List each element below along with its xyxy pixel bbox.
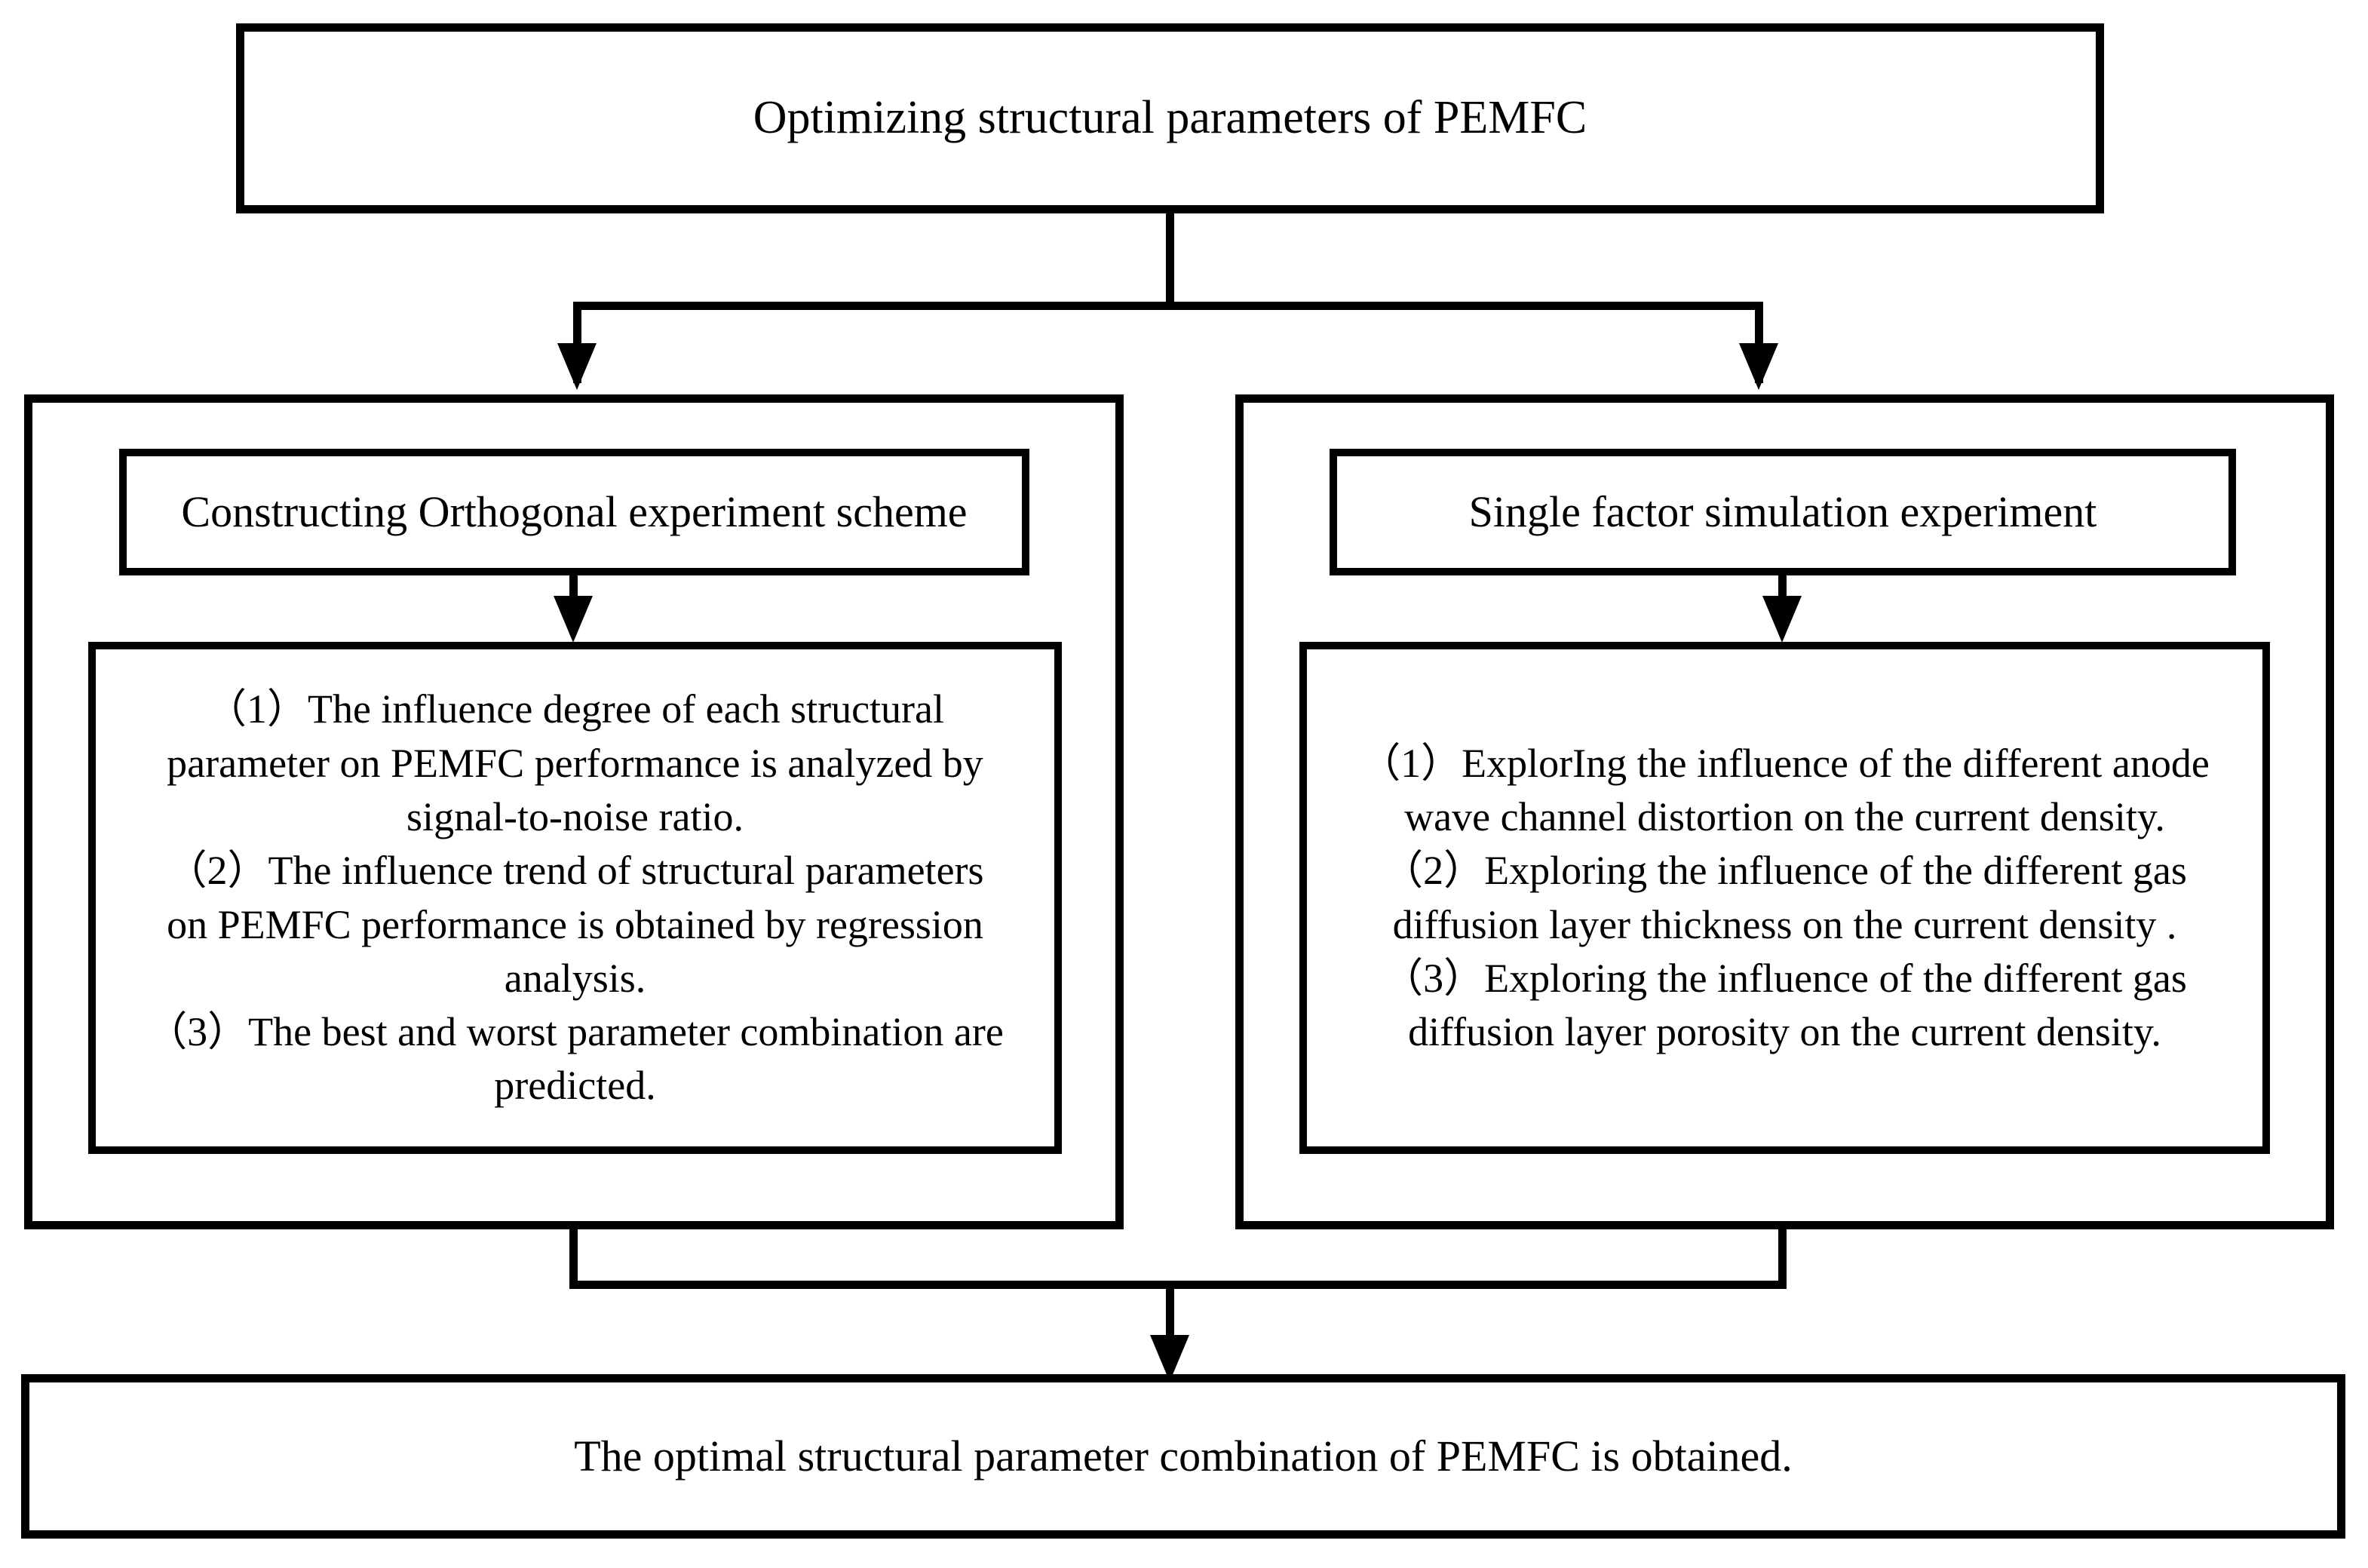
left-detail-line-3: signal-to-noise ratio. bbox=[406, 793, 744, 839]
branch-detail-orthogonal-experiment-outcomes: （1）The influence degree of each structur… bbox=[88, 642, 1062, 1154]
result-box-optimal-structural-parameter-combination: The optimal structural parameter combina… bbox=[21, 1374, 2345, 1539]
left-detail-text: （1）The influence degree of each structur… bbox=[133, 683, 1017, 1112]
left-detail-line-6: analysis. bbox=[504, 955, 646, 1001]
connector-left-group-stem bbox=[569, 1229, 578, 1281]
connector-merge-bus bbox=[569, 1281, 1787, 1289]
arrowhead-to-left-branch bbox=[557, 343, 597, 390]
branch-header-single-factor-simulation-experiment: Single factor simulation experiment bbox=[1330, 449, 2236, 575]
arrowhead-to-right-branch bbox=[1739, 343, 1778, 390]
branch-header-constructing-orthogonal-experiment-scheme: Constructing Orthogonal experiment schem… bbox=[119, 449, 1029, 575]
right-detail-line-1: （1）ExplorIng the influence of the differ… bbox=[1360, 740, 2210, 786]
arrowhead-to-result-box bbox=[1150, 1335, 1189, 1382]
left-detail-line-2: parameter on PEMFC performance is analyz… bbox=[167, 740, 983, 786]
right-detail-line-4: diffusion layer thickness on the current… bbox=[1392, 901, 2177, 947]
bottom-box-label: The optimal structural parameter combina… bbox=[574, 1431, 1793, 1481]
right-detail-line-2: wave channel distortion on the current d… bbox=[1404, 793, 2165, 839]
left-detail-line-8: predicted. bbox=[494, 1063, 656, 1109]
connector-right-branch-drop bbox=[1755, 302, 1763, 383]
right-detail-line-5: （3）Exploring the influence of the differ… bbox=[1382, 955, 2187, 1001]
branch-detail-single-factor-simulation-outcomes: （1）ExplorIng the influence of the differ… bbox=[1299, 642, 2270, 1154]
left-detail-line-1: （1）The influence degree of each structur… bbox=[205, 686, 945, 732]
left-branch-header-label: Constructing Orthogonal experiment schem… bbox=[181, 486, 968, 536]
arrowhead-to-left-detail bbox=[554, 596, 593, 643]
connector-split-bus bbox=[573, 302, 1763, 310]
connector-right-header-stem bbox=[1778, 575, 1787, 601]
right-detail-line-3: （2）Exploring the influence of the differ… bbox=[1382, 848, 2187, 894]
connector-right-group-stem bbox=[1778, 1229, 1787, 1281]
left-detail-line-5: on PEMFC performance is obtained by regr… bbox=[167, 901, 983, 947]
connector-left-branch-drop bbox=[573, 302, 581, 383]
connector-top-stem bbox=[1166, 213, 1174, 302]
connector-left-header-stem bbox=[569, 575, 578, 601]
left-detail-line-4: （2）The influence trend of structural par… bbox=[166, 848, 984, 894]
arrowhead-to-right-detail bbox=[1762, 596, 1802, 643]
right-detail-line-6: diffusion layer porosity on the current … bbox=[1408, 1009, 2161, 1055]
right-detail-text: （1）ExplorIng the influence of the differ… bbox=[1346, 737, 2223, 1060]
top-box-label: Optimizing structural parameters of PEMF… bbox=[753, 92, 1587, 144]
left-detail-line-7: （3）The best and worst parameter combinat… bbox=[146, 1009, 1004, 1055]
right-branch-header-label: Single factor simulation experiment bbox=[1468, 486, 2097, 536]
process-box-optimizing-structural-parameters: Optimizing structural parameters of PEMF… bbox=[236, 23, 2104, 213]
connector-bottom-stem bbox=[1166, 1281, 1174, 1349]
